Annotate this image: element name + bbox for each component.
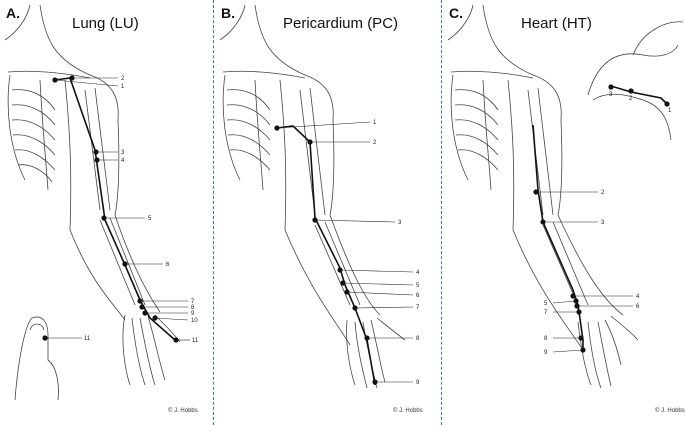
- lu-point-label: 3: [121, 150, 125, 156]
- lu-point-label: 1: [121, 84, 125, 90]
- ht-point-label: 3: [601, 220, 605, 226]
- body-outline: [447, 4, 684, 389]
- panel-title: Heart (HT): [521, 15, 592, 32]
- pericardium-meridian-line: [276, 125, 376, 386]
- pericardium-diagram: 1 2 3 4 5 6 7 8 9: [219, 4, 420, 389]
- credit: © J. Hobbs: [393, 408, 423, 414]
- ht-point-label: 3: [609, 92, 613, 98]
- leader-lines: [45, 77, 190, 341]
- ht-point-label: 9: [544, 350, 548, 356]
- ht-point-label: 5: [544, 301, 548, 307]
- lu-point-label: 11: [84, 336, 91, 342]
- leader-lines: [536, 191, 633, 353]
- pc-point-label: 4: [416, 270, 420, 276]
- lu-point-label: 5: [148, 216, 152, 222]
- lu-point-label: 11: [192, 338, 199, 344]
- body-outline: [219, 4, 406, 389]
- heart-meridian-line: [532, 85, 669, 352]
- pc-point-label: 3: [398, 220, 402, 226]
- lu-point-label: 7: [191, 299, 195, 305]
- pc-points: [274, 125, 378, 385]
- lung-points: [42, 75, 179, 343]
- panel-pericardium: 1 2 3 4 5 6 7 8 9 B. Pericardium (PC) © …: [215, 0, 439, 425]
- panel-lung: 2 1 3 4 5 6 7 8 9 10 11 11 A. Lung (LU) …: [0, 0, 212, 425]
- panel-letter: B.: [221, 5, 235, 21]
- pc-point-label: 7: [416, 305, 420, 311]
- pc-point-label: 6: [416, 293, 420, 299]
- ht-point-label: 8: [544, 336, 548, 342]
- credit: © J. Hobbs: [168, 408, 198, 414]
- pc-point-label: 9: [416, 380, 420, 386]
- pc-point-label: 1: [373, 120, 377, 126]
- lu-point-label: 8: [191, 305, 195, 311]
- ht-points: [533, 84, 670, 353]
- credit: © J. Hobbs: [655, 408, 685, 414]
- heart-diagram: 2 3 4 5 6 7 8 9 1 2 3: [447, 4, 684, 389]
- lu-point-label: 2: [121, 76, 125, 82]
- pc-point-label: 8: [416, 336, 420, 342]
- ht-point-label: 2: [629, 96, 633, 102]
- panel-letter: A.: [6, 5, 20, 21]
- pc-point-label: 2: [373, 140, 377, 146]
- ht-point-label: 4: [636, 294, 640, 300]
- panel-title: Pericardium (PC): [283, 15, 399, 32]
- pc-point-label: 5: [416, 283, 420, 289]
- leader-lines: [276, 121, 414, 383]
- body-outline: [4, 4, 181, 401]
- panel-title: Lung (LU): [72, 15, 139, 32]
- lung-meridian-line: [54, 77, 176, 341]
- panel-heart: 2 3 4 5 6 7 8 9 1 2 3 C. Heart (HT) © J.…: [443, 0, 685, 425]
- ht-point-label: 1: [668, 108, 672, 114]
- panel-divider: [441, 0, 442, 425]
- ht-point-label: 2: [601, 190, 605, 196]
- ht-point-label: 6: [636, 304, 640, 310]
- lu-point-label: 6: [166, 262, 170, 268]
- lung-diagram: 2 1 3 4 5 6 7 8 9 10 11 11: [4, 4, 199, 401]
- panel-divider: [213, 0, 214, 425]
- lu-point-label: 10: [191, 318, 198, 324]
- panel-letter: C.: [449, 5, 463, 21]
- lu-point-label: 4: [121, 158, 125, 164]
- ht-point-label: 7: [544, 310, 548, 316]
- lu-point-label: 9: [191, 311, 195, 317]
